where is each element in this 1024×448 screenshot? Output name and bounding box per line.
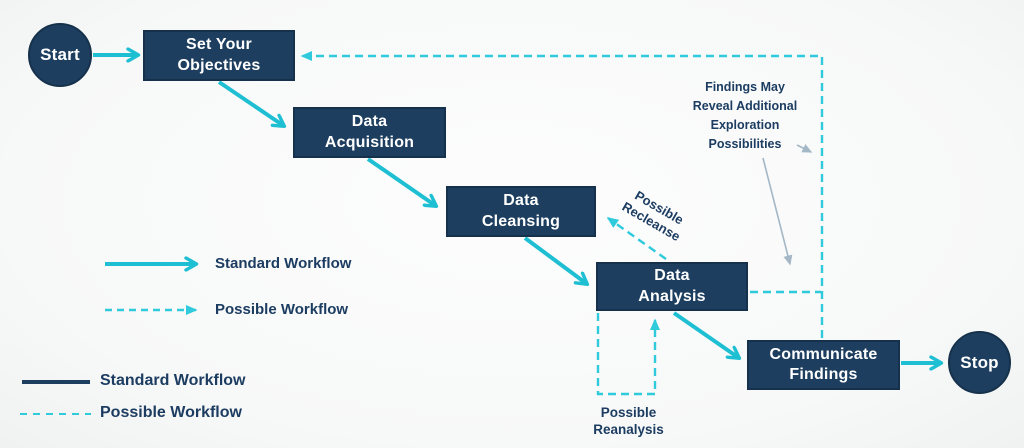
- node-acquisition-line2: Acquisition: [324, 133, 415, 151]
- node-stop-label: Stop: [960, 352, 999, 372]
- arrow-cleansing-to-analysis: [523, 236, 587, 284]
- legend-standard-workflow-line-label: Standard Workflow: [100, 372, 246, 389]
- node-communicate-line1: Communicate: [769, 345, 878, 363]
- findings-note-line1: Findings May: [705, 80, 785, 94]
- node-cleansing-line2: Cleansing: [481, 212, 561, 230]
- node-stop: Stop: [948, 331, 1011, 394]
- node-data-analysis: Data Analysis: [596, 262, 748, 311]
- legend-standard-workflow-arrow-label: Standard Workflow: [215, 255, 352, 272]
- findings-note-line3: Exploration: [710, 118, 780, 132]
- node-communicate-line2: Findings: [789, 366, 858, 383]
- node-cleansing-line1: Data: [503, 192, 539, 210]
- node-set-your-objectives: Set Your Objectives: [143, 30, 295, 81]
- findings-note-line4: Possibilities: [708, 137, 782, 151]
- node-analysis-line2: Analysis: [638, 287, 706, 305]
- reanalysis-label: Possible Reanalysis: [571, 404, 686, 438]
- node-data-cleansing: Data Cleansing: [446, 186, 596, 237]
- node-objectives-line2: Objectives: [177, 56, 261, 74]
- dashed-arrow-recleanse: [606, 217, 667, 260]
- legend-possible-workflow-arrow-label: Possible Workflow: [215, 301, 349, 318]
- node-start: Start: [28, 23, 92, 87]
- node-objectives-line1: Set Your: [186, 36, 252, 54]
- annotation-arrow-to-branch: [762, 157, 793, 266]
- arrow-objectives-to-acquisition: [217, 80, 284, 126]
- arrow-analysis-to-communicate: [672, 311, 739, 358]
- node-data-acquisition: Data Acquisition: [293, 107, 446, 158]
- arrow-acquisition-to-cleansing: [366, 157, 436, 206]
- legend-possible-workflow-line-label: Possible Workflow: [100, 404, 242, 421]
- findings-note-line2: Reveal Additional: [692, 99, 798, 113]
- reanalysis-label-line2: Reanalysis: [593, 422, 664, 437]
- annotation-arrow-to-feedback-line: [796, 144, 813, 153]
- node-communicate-findings: Communicate Findings: [747, 340, 900, 390]
- node-acquisition-line1: Data: [351, 113, 388, 131]
- findings-note: Findings May Reveal Additional Explorati…: [660, 78, 830, 154]
- node-start-label: Start: [40, 45, 80, 65]
- node-analysis-line1: Data: [654, 267, 690, 285]
- dashed-loop-reanalysis: [596, 313, 660, 396]
- dashed-feedback-to-objectives: [300, 51, 824, 338]
- reanalysis-label-line1: Possible: [600, 405, 657, 420]
